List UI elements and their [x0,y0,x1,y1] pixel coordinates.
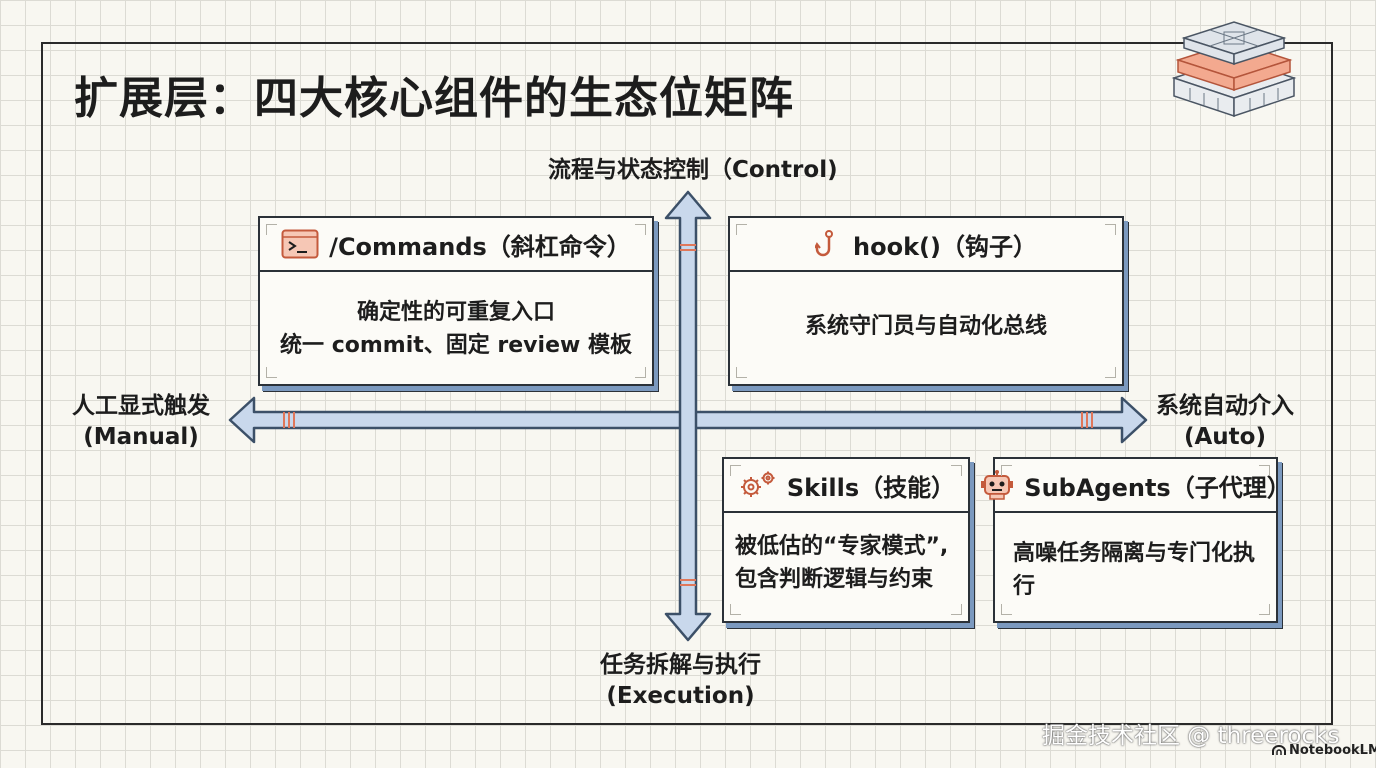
axis-label-auto: 系统自动介入 (Auto) [1156,393,1294,450]
card-skills-body: 被低估的“专家模式”, 包含判断逻辑与约束 [724,513,968,596]
card-commands-title: /Commands（斜杠命令） [329,232,631,261]
card-subagents-title: SubAgents（子代理） [1024,473,1291,502]
page-title: 扩展层：四大核心组件的生态位矩阵 [74,73,794,124]
card-skills-line1: 被低估的“专家模式”, [735,534,949,559]
card-subagents-line1: 高噪任务隔离与专门化执 [1013,541,1256,566]
card-hook: hook()（钩子） 系统守门员与自动化总线 [728,216,1124,386]
diagram-frame [41,42,1333,725]
axis-label-manual: 人工显式触发 (Manual) [72,393,210,450]
card-subagents-line2: 行 [1013,574,1036,599]
card-commands-header: /Commands（斜杠命令） [260,218,652,272]
axis-label-control: 流程与状态控制（Control) [548,157,838,183]
watermark: 掘金技术社区 @ threerocks [1042,723,1340,749]
vertical-axis-arrow [664,190,712,642]
card-commands: /Commands（斜杠命令） 确定性的可重复入口 统一 commit、固定 r… [258,216,654,386]
card-hook-line1: 系统守门员与自动化总线 [804,314,1047,339]
card-commands-body: 确定性的可重复入口 统一 commit、固定 review 模板 [260,272,652,362]
card-skills-line2: 包含判断逻辑与约束 [735,567,934,592]
card-subagents-body: 高噪任务隔离与专门化执 行 [995,513,1276,603]
card-subagents: SubAgents（子代理） 高噪任务隔离与专门化执 行 [981,457,1291,623]
brand-notebooklm: NotebookLM [1272,743,1376,758]
card-commands-line1: 确定性的可重复入口 [356,300,555,325]
brand-label: NotebookLM [1289,743,1376,758]
axis-label-execution: 任务拆解与执行 (Execution) [600,652,761,709]
notebooklm-logo-icon [1272,745,1286,755]
card-hook-title: hook()（钩子） [853,232,1037,261]
card-skills: Skills（技能） 被低估的“专家模式”, 包含判断逻辑与约束 [722,457,970,623]
card-hook-body: 系统守门员与自动化总线 [730,272,1122,343]
terminal-icon [281,229,319,259]
card-subagents-header: SubAgents（子代理） [981,459,1291,513]
hook-icon [815,229,843,259]
card-commands-line2: 统一 commit、固定 review 模板 [280,333,632,358]
layered-chip-icon [1171,21,1297,118]
card-skills-header: Skills（技能） [724,459,968,513]
card-hook-header: hook()（钩子） [730,218,1122,272]
card-skills-title: Skills（技能） [786,473,956,502]
gears-icon [737,469,777,501]
robot-icon [980,469,1014,501]
